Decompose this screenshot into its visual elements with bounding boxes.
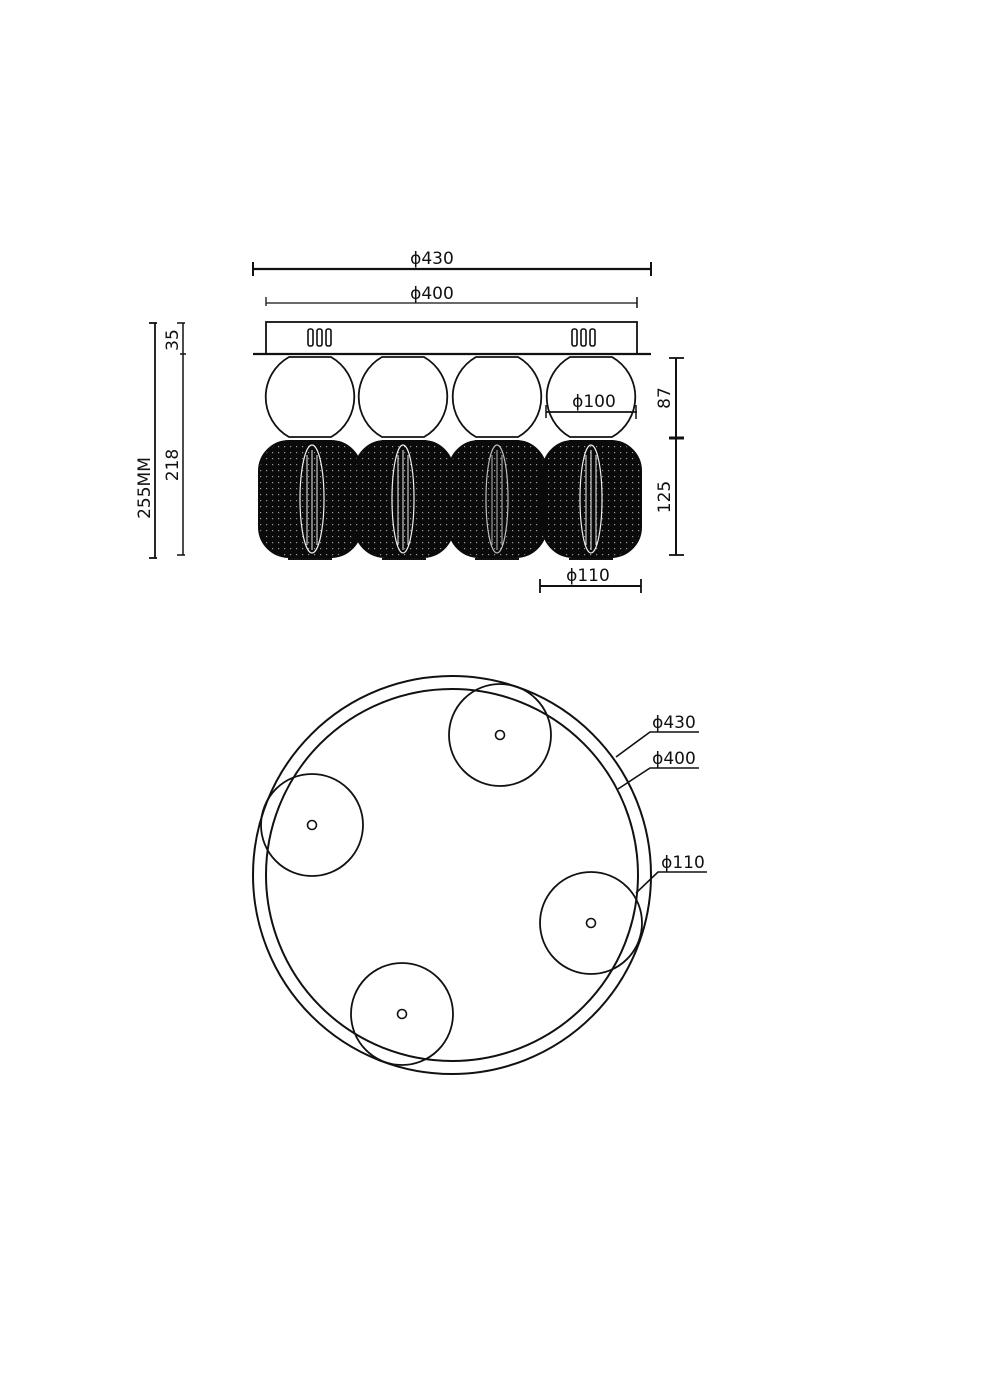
shade-bottom (350, 962, 454, 1066)
globe-diameter-label: ϕ100 (572, 392, 616, 412)
overall-width-label: ϕ430 (410, 249, 454, 269)
side-view: ϕ430 ϕ400 (135, 249, 684, 593)
total-height-label: 255MM (135, 457, 155, 519)
lantern-1 (258, 440, 362, 560)
leader-inner-diameter: ϕ400 (617, 749, 699, 790)
leader-shade-diameter: ϕ110 (635, 853, 707, 894)
dimension-body-height: 218 (163, 354, 185, 556)
globe-3 (451, 356, 543, 438)
top-view: ϕ430 ϕ400 ϕ110 (252, 675, 707, 1075)
vent-slots-right (571, 328, 596, 347)
shade-left (260, 773, 364, 877)
globe-2 (357, 356, 449, 438)
top-inner-diameter-label: ϕ400 (652, 749, 696, 769)
lantern-diameter-label: ϕ110 (566, 566, 610, 586)
dimension-overall-width: ϕ430 (252, 249, 652, 276)
dimension-canopy-width: ϕ400 (265, 284, 638, 308)
leader-outer-diameter: ϕ430 (615, 713, 699, 758)
canopy (253, 321, 651, 356)
dimension-canopy-height: 35 (163, 322, 186, 355)
dimension-total-height: 255MM (135, 322, 157, 559)
globe-4 (545, 356, 637, 438)
top-outer-diameter-label: ϕ430 (652, 713, 696, 733)
lantern-height-label: 125 (655, 481, 675, 513)
dimension-lantern-diameter: ϕ110 (539, 566, 642, 593)
vent-slots-left (307, 328, 332, 347)
globe-height-label: 87 (655, 387, 675, 409)
lantern-2 (354, 440, 454, 560)
body-height-label: 218 (163, 449, 183, 481)
lantern-3 (448, 440, 547, 560)
dimension-globe-height: 87 (655, 357, 684, 440)
lantern-4 (542, 440, 642, 560)
shade-top (448, 683, 552, 787)
top-shade-diameter-label: ϕ110 (661, 853, 705, 873)
dimension-lantern-height: 125 (655, 438, 684, 556)
globe-1 (264, 356, 356, 438)
canopy-width-label: ϕ400 (410, 284, 454, 304)
canopy-height-label: 35 (163, 329, 183, 351)
lanterns (258, 440, 642, 560)
inner-ring-400 (265, 688, 639, 1062)
dimension-globe-diameter: ϕ100 (545, 392, 637, 419)
outer-ring-430 (252, 675, 652, 1075)
shade-right (539, 871, 643, 975)
globes (264, 356, 637, 438)
